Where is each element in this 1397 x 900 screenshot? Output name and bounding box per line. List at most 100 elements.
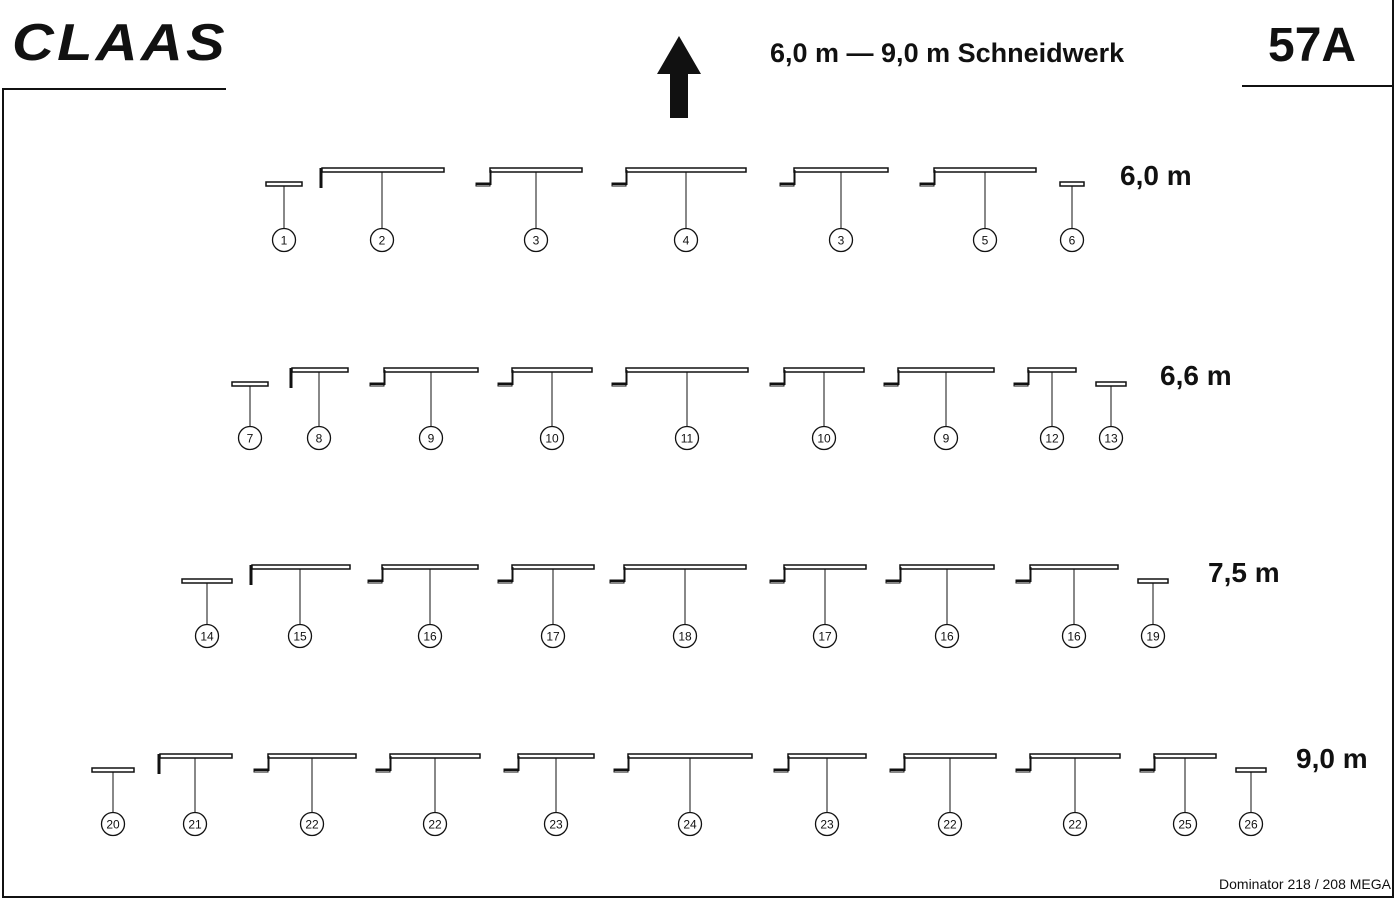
section-plate <box>1095 381 1127 387</box>
cutterbar-section: 19 <box>1137 578 1169 649</box>
section-lip <box>1015 579 1031 584</box>
cutterbar-section: 5 <box>919 167 1037 253</box>
section-lip <box>1013 382 1029 387</box>
section-plate <box>383 367 479 373</box>
part-number: 16 <box>1067 630 1081 644</box>
part-number: 12 <box>1045 432 1059 446</box>
section-plate <box>787 753 867 759</box>
section-plate <box>625 167 747 173</box>
section-plate <box>389 753 481 759</box>
cutterbar-section: 6 <box>1059 181 1085 253</box>
section-step <box>1014 370 1030 385</box>
section-plate <box>1027 367 1077 373</box>
section-step <box>780 170 796 185</box>
cutterbar-section: 10 <box>769 367 865 451</box>
callout-circle <box>422 811 448 837</box>
cutterbar-section: 25 <box>1139 753 1217 837</box>
part-number: 2 <box>379 234 386 248</box>
section-lip <box>497 382 513 387</box>
callout-circle <box>672 623 698 649</box>
row-width-label: 7,5 m <box>1208 557 1280 588</box>
section-step <box>612 370 628 385</box>
part-number: 19 <box>1146 630 1160 644</box>
cutterbar-section: 26 <box>1235 767 1267 837</box>
section-lip <box>611 182 627 187</box>
section-plate <box>783 367 865 373</box>
callout-circle <box>271 227 297 253</box>
section-plate <box>783 564 867 570</box>
cutterbar-section: 17 <box>497 564 595 649</box>
part-number: 6 <box>1069 234 1076 248</box>
callout-circle <box>812 623 838 649</box>
section-step <box>770 567 786 582</box>
part-number: 22 <box>1068 818 1082 832</box>
page-code-underline <box>1242 85 1394 87</box>
section-step <box>504 756 520 771</box>
section-lip <box>367 579 383 584</box>
callout-circle <box>369 227 395 253</box>
frame-right-border <box>1392 0 1394 898</box>
callout-circle <box>543 811 569 837</box>
callout-circle <box>1172 811 1198 837</box>
part-number: 17 <box>818 630 832 644</box>
section-lip <box>369 382 385 387</box>
callout-circle <box>194 623 220 649</box>
callout-circle <box>1098 425 1124 451</box>
part-number: 4 <box>683 234 690 248</box>
part-number: 17 <box>546 630 560 644</box>
callout-circle <box>811 425 837 451</box>
section-step <box>498 370 514 385</box>
part-number: 23 <box>549 818 563 832</box>
row-width-label: 9,0 m <box>1296 743 1368 774</box>
cutterbar-section: 14 <box>181 578 233 649</box>
section-plate <box>181 578 233 584</box>
part-number: 26 <box>1244 818 1258 832</box>
section-step <box>886 567 902 582</box>
part-number: 13 <box>1104 432 1118 446</box>
cutterbar-section: 22 <box>375 753 481 837</box>
section-plate <box>1029 564 1119 570</box>
cutterbar-section: 11 <box>611 367 749 451</box>
part-number: 16 <box>423 630 437 644</box>
section-lip <box>773 768 789 773</box>
section-plate <box>291 367 349 373</box>
section-step <box>890 756 906 771</box>
callout-circle <box>539 425 565 451</box>
part-number: 5 <box>982 234 989 248</box>
section-plate <box>1153 753 1217 759</box>
part-number: 20 <box>106 818 120 832</box>
part-number: 10 <box>545 432 559 446</box>
callout-circle <box>237 425 263 451</box>
callout-circle <box>1062 811 1088 837</box>
section-step <box>920 170 936 185</box>
section-plate <box>321 167 445 173</box>
callout-circle <box>1061 623 1087 649</box>
section-step <box>884 370 900 385</box>
section-plate <box>625 367 749 373</box>
section-lip <box>497 579 513 584</box>
cutterbar-section: 3 <box>475 167 583 253</box>
section-lip <box>769 579 785 584</box>
section-step <box>376 756 392 771</box>
section-plate <box>793 167 889 173</box>
section-step <box>612 170 628 185</box>
part-number: 7 <box>247 432 254 446</box>
section-plate <box>381 564 479 570</box>
section-plate <box>623 564 747 570</box>
cutterbar-section: 17 <box>769 564 867 649</box>
frame-left-border <box>2 88 4 898</box>
part-number: 21 <box>188 818 202 832</box>
cutterbar-section: 23 <box>503 753 595 837</box>
part-number: 18 <box>678 630 692 644</box>
cutterbar-section: 24 <box>613 753 753 837</box>
part-number: 25 <box>1178 818 1192 832</box>
cutterbar-section: 22 <box>889 753 997 837</box>
callout-circle <box>1039 425 1065 451</box>
section-step <box>1140 756 1156 771</box>
section-lip <box>769 382 785 387</box>
section-step <box>1016 756 1032 771</box>
